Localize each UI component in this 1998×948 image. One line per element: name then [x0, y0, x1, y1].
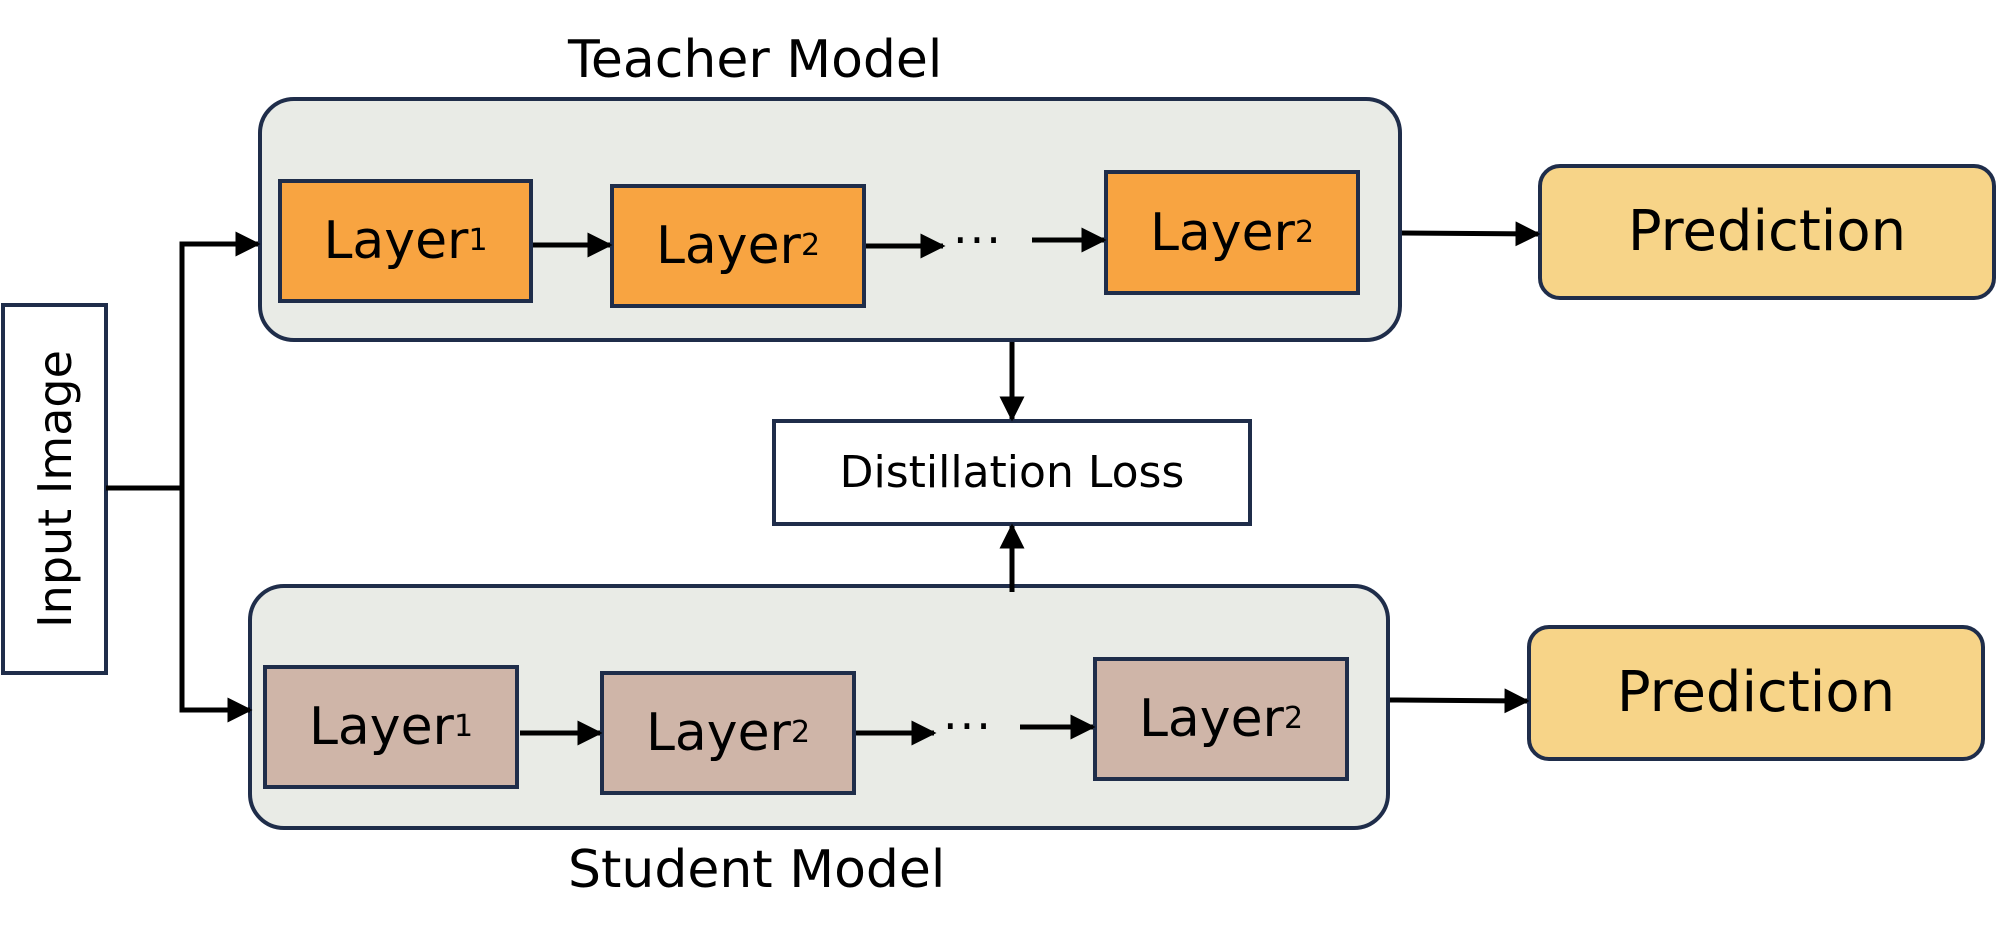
input-image-box [1, 303, 108, 675]
teacher-ellipsis: ··· [953, 213, 1003, 267]
teacher-prediction-label: Prediction [1627, 199, 1907, 264]
student-model-title: Student Model [568, 840, 946, 900]
distillation-loss-box [772, 419, 1252, 526]
student-to-prediction-arrow [1389, 688, 1530, 714]
input-to-student-arrow [179, 488, 253, 723]
teacher-layer-1-box [278, 179, 533, 303]
student-layer-n-box [1093, 657, 1349, 781]
teacher-to-prediction-arrow [1401, 221, 1541, 247]
teacher-model-title: Teacher Model [568, 30, 943, 90]
teacher-layer-n-box [1104, 170, 1360, 295]
student-prediction-label: Prediction [1616, 660, 1896, 725]
teacher-layer-2-box [610, 184, 866, 308]
input-to-teacher-arrow [179, 231, 261, 488]
input-image-label: Input Image [27, 350, 82, 628]
student-ellipsis: ··· [943, 699, 993, 753]
distillation-loss-label: Distillation Loss [839, 446, 1185, 498]
student-layer-1-box [263, 665, 519, 789]
student-layer-2-box [600, 671, 856, 795]
